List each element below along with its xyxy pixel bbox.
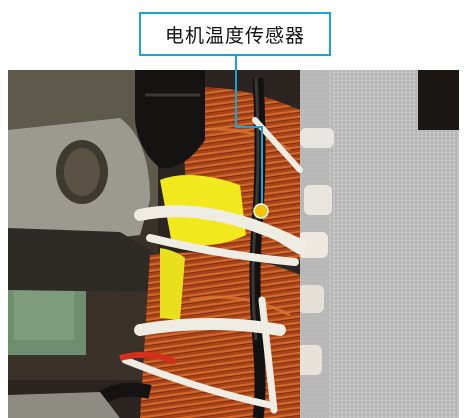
callout-label-box: 电机温度传感器: [139, 12, 331, 56]
black-cable: [135, 70, 205, 169]
callout-leader-line: [235, 56, 263, 212]
sensor-marker-dot: [253, 203, 269, 219]
cable-lug: [8, 118, 160, 292]
sensor-cable: [249, 77, 266, 418]
lacing-ties: [121, 117, 306, 414]
white-bushings: [296, 128, 334, 375]
callout-label: 电机温度传感器: [164, 24, 305, 47]
